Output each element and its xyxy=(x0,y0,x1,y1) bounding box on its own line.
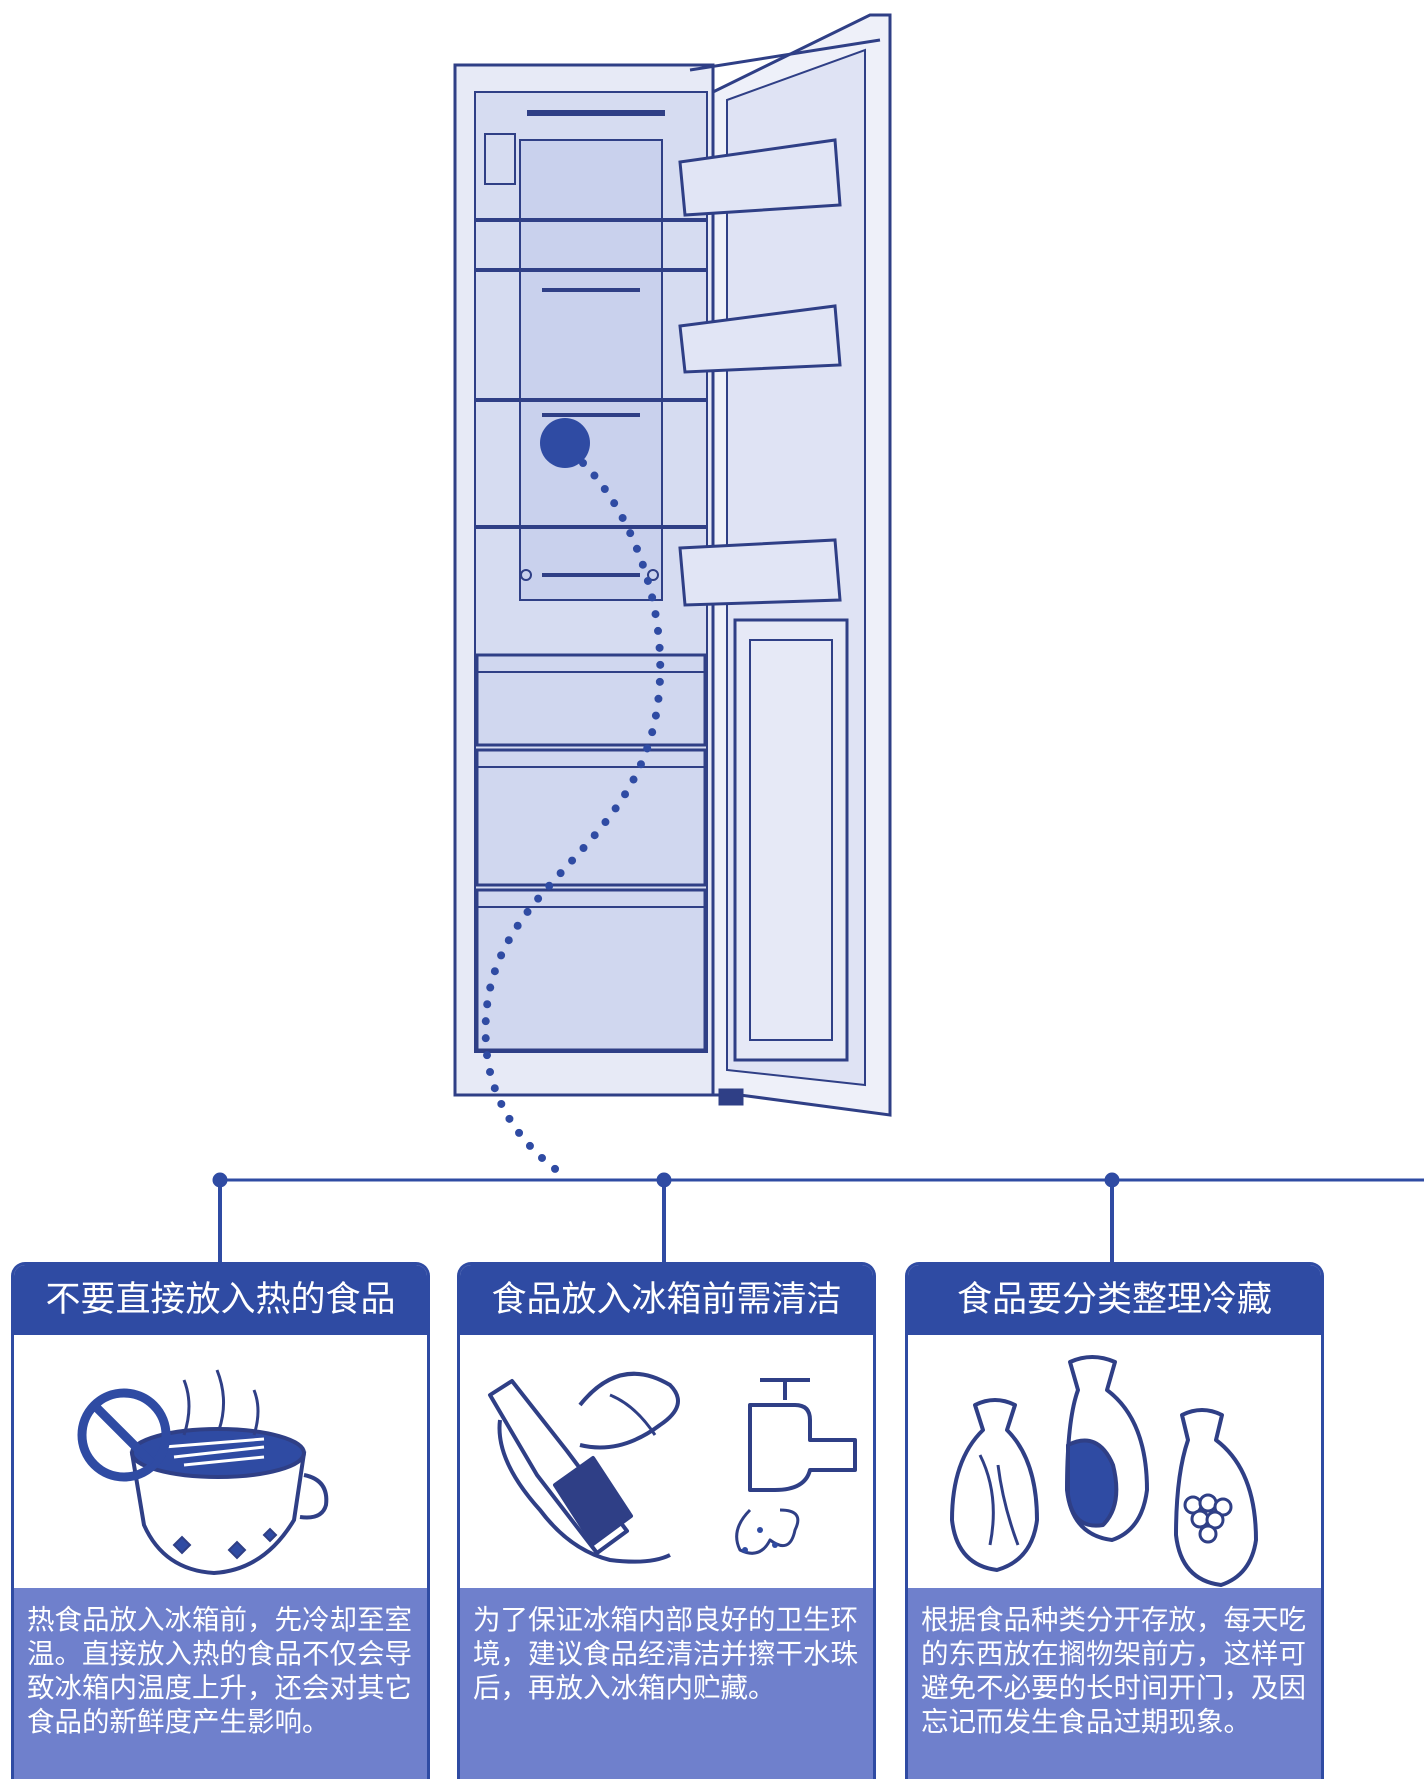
clean-bottle-and-tap-icon xyxy=(488,1371,857,1564)
tip-card-title: 不要直接放入热的食品 xyxy=(14,1265,427,1335)
tip-card-title: 食品要分类整理冷藏 xyxy=(908,1265,1321,1335)
fridge-door xyxy=(678,13,892,1117)
hot-food-marker-dot xyxy=(540,418,590,468)
tip-card-text: 热食品放入冰箱前，先冷却至室温。直接放入热的食品不仅会导致冰箱内温度上升，还会对… xyxy=(14,1588,427,1779)
no-hot-food-bowl-icon xyxy=(77,1369,329,1576)
tip-card-clean-food: 食品放入冰箱前需清洁 为了保证冰箱内部良好的卫生环境，建议食品经清洁并擦干水珠后… xyxy=(457,1262,876,1779)
connector-lines xyxy=(212,1172,1424,1262)
dotted-leader-line xyxy=(481,459,665,1182)
fridge-body xyxy=(453,63,715,1097)
tip-card-sort-food: 食品要分类整理冷藏 根据食品种类分开存放，每天吃的东西放在搁物架前方，这样可避免… xyxy=(905,1262,1324,1779)
tip-card-text: 根据食品种类分开存放，每天吃的东西放在搁物架前方，这样可避免不必要的长时间开门，… xyxy=(908,1588,1321,1779)
refrigerator-illustration xyxy=(212,13,1424,1262)
sorted-food-bags-icon xyxy=(950,1355,1258,1587)
tip-card-title: 食品放入冰箱前需清洁 xyxy=(460,1265,873,1335)
tip-card-hot-food: 不要直接放入热的食品 热食品放入冰箱前，先冷却至室温。直接放入热的食品不仅会导致… xyxy=(11,1262,430,1779)
tip-card-text: 为了保证冰箱内部良好的卫生环境，建议食品经清洁并擦干水珠后，再放入冰箱内贮藏。 xyxy=(460,1588,873,1779)
